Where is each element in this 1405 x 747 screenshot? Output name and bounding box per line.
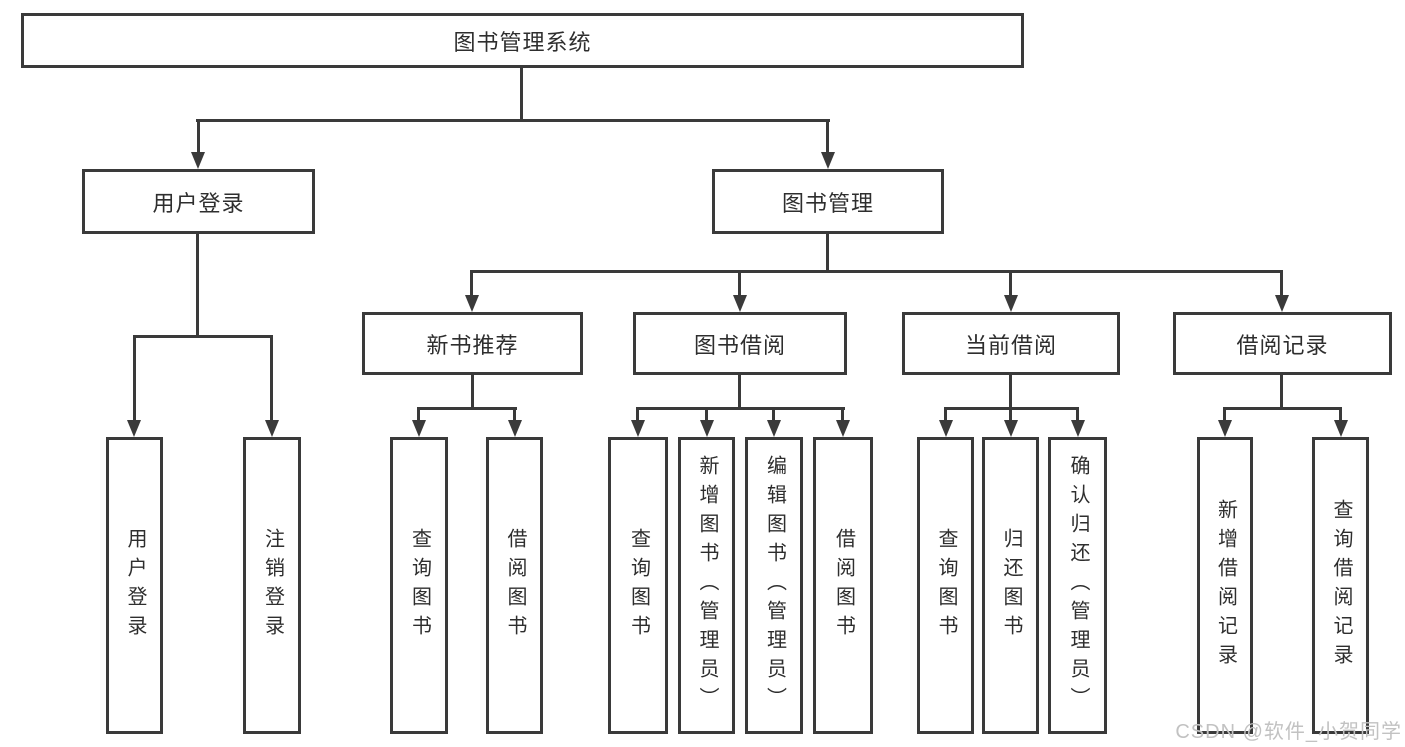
connector-line [417,407,420,423]
leaf-label: 注销登录 [261,527,284,644]
connector-line [944,407,947,423]
leaf-label: 查询图书 [627,527,650,644]
leaf-add-borrow-record: 新增借阅记录 [1197,437,1253,734]
connector-line [513,407,516,423]
arrow-down-icon [1334,420,1348,437]
leaf-return-book: 归还图书 [982,437,1039,734]
leaf-borrow-book-2: 借阅图书 [813,437,873,734]
connector-line [133,335,136,423]
leaf-borrow-book-1: 借阅图书 [486,437,543,734]
connector-line [1223,407,1342,410]
arrow-down-icon [767,420,781,437]
leaf-query-book-2: 查询图书 [608,437,668,734]
connector-line [772,407,775,423]
node-current-borrow: 当前借阅 [902,312,1120,375]
connector-line [826,234,829,273]
node-root-label: 图书管理系统 [453,29,592,55]
arrow-down-icon [465,295,479,312]
leaf-label: 归还图书 [1000,527,1022,644]
connector-line [470,270,1282,273]
arrow-down-icon [836,420,850,437]
node-book-management-label: 图书管理 [781,190,874,216]
node-new-book-recommend-label: 新书推荐 [426,332,519,358]
node-book-borrow-label: 图书借阅 [693,332,786,358]
node-current-borrow-label: 当前借阅 [964,332,1057,358]
connector-line [636,407,639,423]
arrow-down-icon [700,420,714,437]
connector-line [1280,270,1283,298]
connector-line [471,375,474,409]
leaf-label: 新增图书（管理员） [696,455,718,716]
arrow-down-icon [821,152,835,169]
connector-line [1339,407,1342,423]
leaf-label: 新增借阅记录 [1214,498,1237,673]
leaf-edit-book-admin: 编辑图书（管理员） [745,437,803,734]
leaf-label: 借阅图书 [504,527,526,644]
connector-line [1009,375,1012,409]
arrow-down-icon [1275,295,1289,312]
connector-line [1009,270,1012,298]
node-book-management: 图书管理 [712,169,944,234]
leaf-query-book-1: 查询图书 [390,437,448,734]
connector-line [417,407,517,410]
connector-line [841,407,844,423]
connector-line [197,119,200,155]
connector-line [196,119,830,122]
node-user-login: 用户登录 [82,169,315,234]
arrow-down-icon [733,295,747,312]
arrow-down-icon [1004,420,1018,437]
connector-line [520,68,523,122]
leaf-query-borrow-record: 查询借阅记录 [1312,437,1369,734]
leaf-label: 借阅图书 [832,527,855,644]
connector-line [270,335,273,423]
arrow-down-icon [265,420,279,437]
leaf-label: 确认归还（管理员） [1067,455,1089,716]
arrow-down-icon [191,152,205,169]
connector-line [636,407,845,410]
arrow-down-icon [1004,295,1018,312]
leaf-confirm-return-admin: 确认归还（管理员） [1048,437,1107,734]
leaf-label: 查询图书 [408,527,431,644]
connector-line [1009,407,1012,423]
arrow-down-icon [939,420,953,437]
leaf-label: 编辑图书（管理员） [763,455,786,716]
connector-line [1076,407,1079,423]
arrow-down-icon [412,420,426,437]
arrow-down-icon [508,420,522,437]
leaf-label: 查询图书 [935,527,957,644]
node-borrow-record: 借阅记录 [1173,312,1392,375]
node-root: 图书管理系统 [21,13,1024,68]
connector-line [470,270,473,298]
connector-line [738,270,741,298]
leaf-query-book-3: 查询图书 [917,437,974,734]
connector-line [1223,407,1226,423]
node-book-borrow: 图书借阅 [633,312,847,375]
connector-line [826,119,829,155]
node-user-login-label: 用户登录 [152,190,245,216]
csdn-watermark: CSDN @软件_小贺同学 [1175,721,1402,743]
connector-line [1280,375,1283,409]
leaf-logout: 注销登录 [243,437,301,734]
leaf-add-book-admin: 新增图书（管理员） [678,437,735,734]
leaf-label: 用户登录 [124,527,146,644]
connector-line [705,407,708,423]
connector-line [133,335,273,338]
arrow-down-icon [631,420,645,437]
connector-line [738,375,741,409]
arrow-down-icon [1218,420,1232,437]
node-borrow-record-label: 借阅记录 [1236,332,1329,358]
leaf-label: 查询借阅记录 [1330,498,1352,673]
arrow-down-icon [1071,420,1085,437]
leaf-user-login: 用户登录 [106,437,163,734]
arrow-down-icon [127,420,141,437]
connector-line [196,234,199,338]
node-new-book-recommend: 新书推荐 [362,312,583,375]
